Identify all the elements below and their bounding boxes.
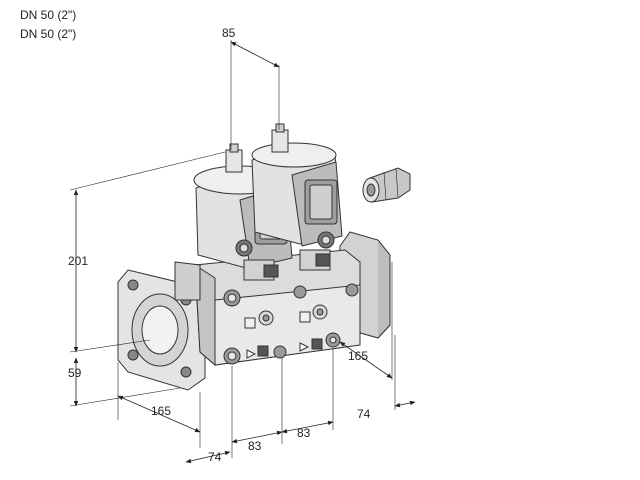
dim-gap-right: 83 xyxy=(297,426,311,440)
front-fittings xyxy=(223,283,359,365)
model-label-1: DN 50 (2") xyxy=(20,8,77,22)
right-actuator xyxy=(251,123,343,271)
valve-illustration xyxy=(117,123,411,391)
dim-height: 201 xyxy=(68,254,88,268)
model-label-2: DN 50 (2") xyxy=(20,27,77,41)
dim-front-left: 74 xyxy=(208,450,222,464)
dim-gap-left: 83 xyxy=(248,439,262,453)
dim-left-length: 165 xyxy=(151,404,171,418)
cable-gland xyxy=(362,167,411,203)
dim-front-right: 74 xyxy=(357,407,371,421)
dim-top-spacing: 85 xyxy=(222,26,236,40)
valve-body-block xyxy=(174,249,361,367)
dim-axis-height: 59 xyxy=(68,366,82,380)
dimension-lines xyxy=(69,40,416,464)
dim-right-length: 165 xyxy=(348,349,368,363)
